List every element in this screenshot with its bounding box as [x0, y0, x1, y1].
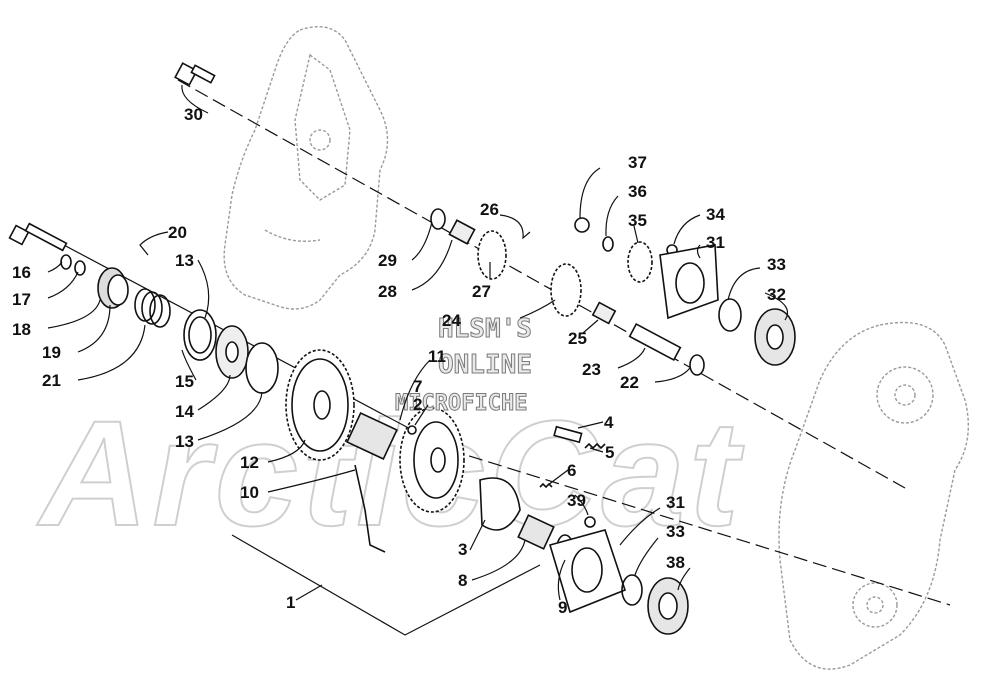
- callout-12: 12: [240, 453, 259, 472]
- bolt-30: [174, 62, 216, 86]
- belleville-washer-14: [215, 325, 249, 379]
- bushing-28: [448, 219, 476, 245]
- callout-36: 36: [628, 182, 647, 201]
- bearing-32-bore: [766, 324, 784, 350]
- callout-4: 4: [604, 413, 614, 432]
- bearing-plate-31-lower-bore: [571, 547, 603, 593]
- bearing-38-bore: [658, 592, 678, 620]
- chaincase-housing-outline: [778, 321, 970, 670]
- callout-21: 21: [42, 371, 61, 390]
- gear-24: [550, 263, 582, 317]
- shaft-23: [628, 323, 682, 361]
- callout-1: 1: [286, 593, 295, 612]
- callout-13-lower: 13: [175, 432, 194, 451]
- chaincase-cover-outline: [223, 26, 389, 310]
- cap-19: [97, 267, 129, 309]
- springs-21: [134, 288, 171, 328]
- callout-39: 39: [567, 491, 586, 510]
- callout-14: 14: [175, 402, 194, 421]
- callout-15: 15: [175, 372, 194, 391]
- callout-29: 29: [378, 251, 397, 270]
- callout-34: 34: [706, 205, 725, 224]
- bearing-plate-31-upper-bore: [675, 262, 705, 304]
- callout-1-bracket: [231, 534, 541, 636]
- washer-22: [689, 354, 705, 376]
- callout-25: 25: [568, 329, 587, 348]
- watermark-line2: ONLINE: [438, 350, 532, 380]
- washer-29: [430, 208, 446, 230]
- callout-13-upper: 13: [175, 251, 194, 270]
- spring-5: [584, 442, 606, 450]
- callout-35: 35: [628, 211, 647, 230]
- brand-watermark: ArcticCat: [36, 389, 745, 557]
- hlsm-watermark: HLSM'S ONLINE MICROFICHE: [395, 314, 533, 417]
- callout-labels: 1 2 3 4 5 6 7 8 9 10 11 12 13 13 14 15 1…: [12, 105, 786, 617]
- spring-6: [539, 482, 553, 489]
- callout-30: 30: [184, 105, 203, 124]
- callout-33-lower: 33: [666, 522, 685, 541]
- callout-8: 8: [458, 571, 467, 590]
- callout-6: 6: [567, 461, 576, 480]
- callout-31-upper: 31: [706, 233, 725, 252]
- callout-18: 18: [12, 320, 31, 339]
- o-ring-33-lower: [621, 574, 643, 606]
- pin-4: [553, 425, 583, 444]
- callout-3: 3: [458, 540, 467, 559]
- callout-10: 10: [240, 483, 259, 502]
- washer-36: [602, 236, 614, 252]
- callout-16: 16: [12, 263, 31, 282]
- washer-13-lower: [245, 342, 279, 394]
- callout-9: 9: [558, 598, 567, 617]
- o-ring-33-upper: [718, 298, 742, 332]
- washer-13-upper-bore: [188, 316, 212, 354]
- bolt-16: [8, 222, 68, 252]
- callout-27: 27: [472, 282, 491, 301]
- leader-lines: [47, 84, 789, 601]
- callout-28: 28: [378, 282, 397, 301]
- callout-26: 26: [480, 200, 499, 219]
- callout-37: 37: [628, 153, 647, 172]
- callout-24: 24: [442, 311, 461, 330]
- callout-7: 7: [413, 377, 422, 396]
- gear-2: [399, 407, 465, 513]
- ball-7: [407, 425, 417, 435]
- lock-washer-17: [60, 254, 72, 270]
- watermark-line1: HLSM'S: [438, 314, 532, 344]
- chain-10: [354, 464, 386, 553]
- callout-22: 22: [620, 373, 639, 392]
- callout-11: 11: [428, 347, 446, 366]
- gear-35: [627, 241, 653, 283]
- washer-18: [74, 260, 86, 276]
- callout-17: 17: [12, 290, 31, 309]
- splined-hub-11: [346, 411, 398, 461]
- callout-32: 32: [767, 285, 786, 304]
- callout-5: 5: [605, 443, 614, 462]
- callout-38: 38: [666, 553, 685, 572]
- cam-3: [479, 477, 521, 531]
- callout-2: 2: [413, 395, 422, 414]
- sprocket-12: [285, 349, 355, 461]
- callout-19: 19: [42, 343, 61, 362]
- nut-39: [584, 516, 596, 528]
- gear-27: [477, 230, 507, 280]
- bearing-8: [517, 514, 555, 550]
- callout-23: 23: [582, 360, 601, 379]
- bushing-25: [591, 301, 617, 325]
- callout-20: 20: [168, 223, 187, 242]
- callout-31-lower: 31: [666, 493, 685, 512]
- watermark-line3: MICROFICHE: [395, 391, 527, 416]
- callout-33-upper: 33: [767, 255, 786, 274]
- nut-37: [574, 217, 590, 233]
